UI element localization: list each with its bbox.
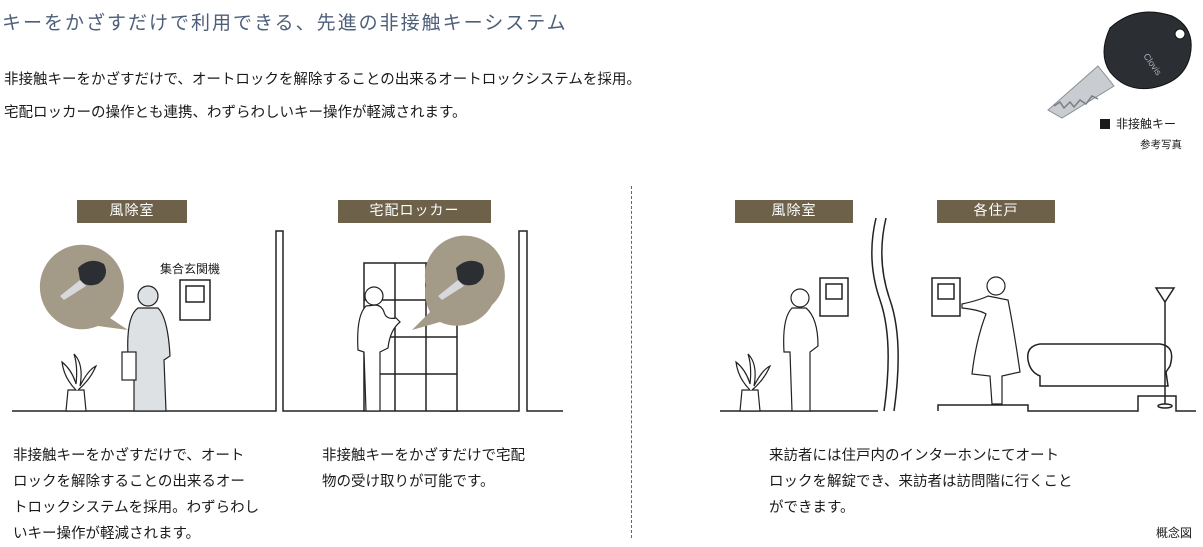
description-middle-line-1: 非接触キーをかざすだけで宅配	[322, 448, 525, 464]
middle-scene-floor	[440, 230, 563, 412]
key-photo-subcaption: 参考写真	[1140, 139, 1182, 151]
description-middle: 非接触キーをかざすだけで宅配 物の受け取りが可能です。	[322, 443, 525, 495]
visitor-figure	[783, 288, 819, 412]
intro-line-1: 非接触キーをかざすだけで、オートロックを解除することの出来るオートロックシステム…	[4, 72, 641, 88]
description-left-line-1: 非接触キーをかざすだけで、オート	[13, 448, 245, 464]
description-right-line-2: ロックを解錠でき、来訪者は訪問階に行くこと	[769, 474, 1073, 490]
key-bubble-left	[39, 244, 129, 330]
key-photo: Clovis	[1047, 11, 1192, 119]
resident-figure	[961, 276, 1021, 405]
tag-each-unit: 各住戸	[937, 200, 1055, 223]
description-right: 来訪者には住戸内のインターホンにてオート ロックを解錠でき、来訪者は訪問階に行く…	[769, 443, 1072, 521]
tag-vestibule-right: 風除室	[735, 200, 853, 223]
description-left-line-4: いキー操作が軽減されます。	[13, 526, 201, 542]
plant-icon-right	[735, 353, 772, 412]
caption-square-icon	[1100, 119, 1110, 129]
left-scene-floor	[12, 230, 364, 412]
person-figure-left	[121, 285, 171, 412]
tag-vestibule-left: 風除室	[77, 200, 187, 223]
right-scene-floor-right	[937, 395, 1196, 412]
key-blade-icon	[1047, 65, 1115, 119]
description-left-line-3: トロックシステムを採用。わずらわし	[13, 500, 260, 516]
key-caption-text: 非接触キー	[1116, 117, 1177, 131]
person-figure-middle	[357, 286, 401, 412]
wall-break-line	[871, 217, 899, 412]
page-title: キーをかざすだけで利用できる、先進の非接触キーシステム	[2, 12, 568, 34]
key-bubble-middle	[412, 235, 505, 330]
description-middle-line-2: 物の受け取りが可能です。	[322, 474, 495, 490]
description-left-line-2: ロックを解除することの出来るオー	[13, 474, 245, 490]
intro-line-2: 宅配ロッカーの操作とも連携、わずらわしいキー操作が軽減されます。	[4, 105, 467, 121]
plant-icon-left	[61, 353, 98, 412]
intercom-label: 集合玄関機	[160, 262, 221, 276]
footnote-conceptual-diagram: 概念図	[1156, 526, 1193, 540]
description-right-line-3: ができます。	[769, 500, 855, 516]
key-photo-caption: 非接触キー	[1100, 115, 1176, 132]
sofa-icon	[1027, 343, 1173, 387]
key-fob-icon	[1103, 11, 1192, 90]
description-left: 非接触キーをかざすだけで、オート ロックを解除することの出来るオー トロックシス…	[13, 443, 259, 547]
tag-delivery-locker: 宅配ロッカー	[338, 200, 491, 223]
section-divider	[631, 186, 632, 538]
floor-lamp-icon	[1154, 287, 1176, 409]
description-right-line-1: 来訪者には住戸内のインターホンにてオート	[769, 448, 1059, 464]
